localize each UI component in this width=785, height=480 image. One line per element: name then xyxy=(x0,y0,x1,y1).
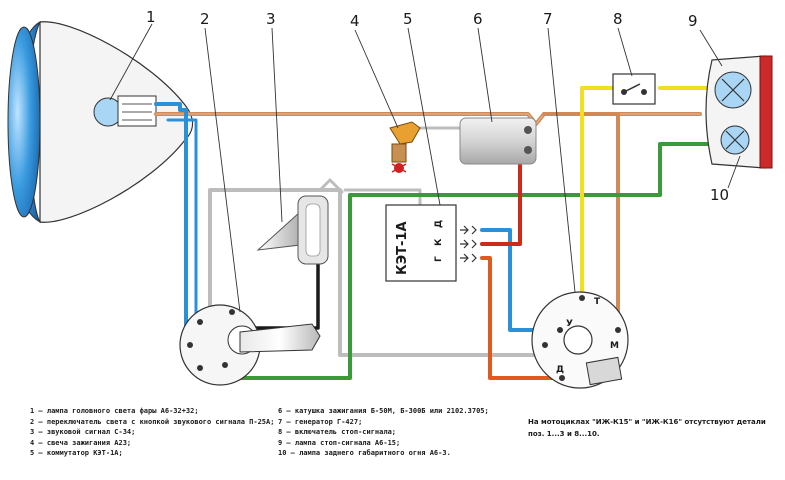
part-number-5: 5 xyxy=(403,10,413,28)
headlight-bulb-socket xyxy=(117,95,157,127)
wiring-diagram: КЭТ-1А Д К Г Т У М Д xyxy=(7,8,773,389)
part-number-2: 2 xyxy=(200,10,210,28)
light-switch xyxy=(179,304,321,386)
commutator-pin-2: К xyxy=(434,238,444,246)
wire-grey-1-core xyxy=(214,194,536,361)
legend-column-1: 1 — лампа головного света фары А6-32+32;… xyxy=(30,406,274,459)
part-number-4: 4 xyxy=(350,12,360,30)
commutator-box: КЭТ-1А Д К Г xyxy=(385,204,477,282)
commutator-title: КЭТ-1А xyxy=(395,221,410,275)
part-number-10: 10 xyxy=(710,186,729,204)
legend-item-9: 9 — лампа стоп-сигнала А6-15; xyxy=(278,438,401,447)
headlight xyxy=(7,20,194,224)
part-number-3: 3 xyxy=(266,10,276,28)
legend-item-10: 10 — лампа заднего габаритного огня А6-3… xyxy=(278,449,451,458)
legend-item-2: 2 — переключатель света с кнопкой звуков… xyxy=(30,417,275,426)
part-numbers: 1 2 3 4 5 6 7 8 9 10 xyxy=(146,8,729,204)
legend-item-5: 5 — коммутатор КЭТ-1А; xyxy=(30,449,123,458)
legend-item-4: 4 — свеча зажигания А23; xyxy=(30,438,132,447)
wire-yellow xyxy=(580,86,622,298)
horn xyxy=(256,195,329,265)
part-number-1: 1 xyxy=(146,8,156,26)
ignition-coil xyxy=(459,117,537,165)
generator: Т У М Д xyxy=(531,291,629,389)
generator-pin-u: У xyxy=(566,319,573,329)
legend-item-8: 8 — включатель стоп-сигнала; xyxy=(278,428,397,437)
generator-pin-t: Т xyxy=(594,297,601,307)
wire-grey-3 xyxy=(343,188,422,207)
generator-pin-d: Д xyxy=(556,365,564,375)
spark-plug xyxy=(389,121,421,173)
legend-item-6: 6 — катушка зажигания Б-50М, Б-300Б или … xyxy=(278,407,489,415)
legend-item-1: 1 — лампа головного света фары А6-32+32; xyxy=(30,407,199,415)
wire-blue-headlight-2 xyxy=(166,118,198,332)
part-number-6: 6 xyxy=(473,10,483,28)
leader-lines xyxy=(109,23,741,313)
commutator-pin-3: Г xyxy=(434,256,444,262)
stop-switch xyxy=(612,73,656,105)
part-number-9: 9 xyxy=(688,12,698,30)
wire-green xyxy=(238,142,724,380)
wire-grey-2 xyxy=(303,178,344,194)
legend-item-3: 3 — звуковой сигнал С-34; xyxy=(30,428,136,437)
part-number-7: 7 xyxy=(543,10,553,28)
legend-item-7: 7 — генератор Г-427; xyxy=(278,417,363,426)
legend-column-2: 6 — катушка зажигания Б-50М, Б-300Б или … xyxy=(278,406,489,459)
note-text: На мотоциклах "ИЖ-К15" и "ИЖ-К16" отсутс… xyxy=(528,418,766,438)
wire-orange-red xyxy=(480,256,564,380)
tail-light xyxy=(705,55,773,169)
part-number-8: 8 xyxy=(613,10,623,28)
generator-pin-m: М xyxy=(610,341,619,351)
commutator-pin-1: Д xyxy=(434,220,444,228)
wire-black xyxy=(248,260,320,330)
wire-orange-generator xyxy=(542,112,620,332)
